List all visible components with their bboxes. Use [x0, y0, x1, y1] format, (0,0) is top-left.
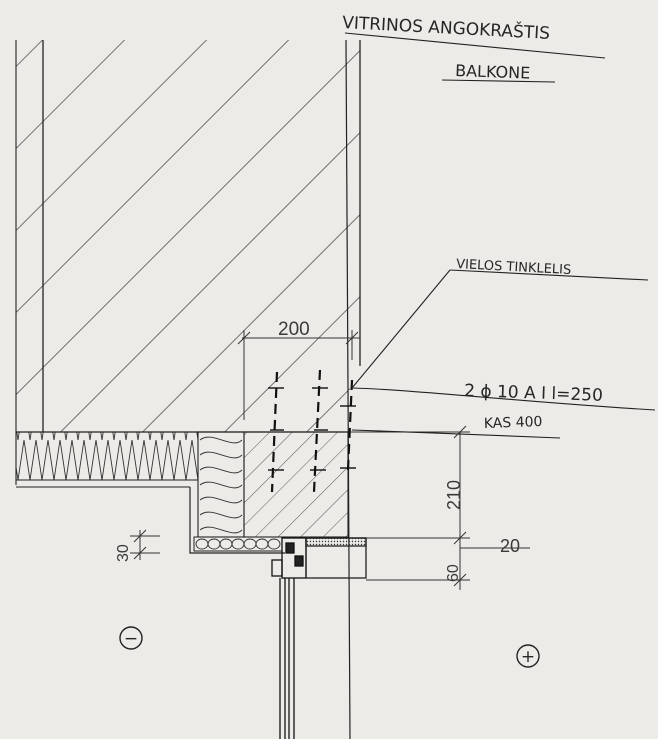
minus-symbol-text: −: [124, 629, 138, 649]
lintel-section: [243, 431, 349, 538]
dim-height-bottom-label: 60: [445, 564, 462, 582]
dim-left-label: 30: [115, 544, 132, 562]
plus-symbol-icon: +: [516, 644, 540, 668]
dim-width-label: 200: [278, 319, 310, 340]
insulation-vertical: [197, 431, 245, 538]
label-mesh: VIELOS TINKLELIS: [456, 257, 572, 278]
plus-symbol-text: +: [521, 647, 535, 667]
wall-section: [15, 39, 361, 739]
dimension-width: [237, 330, 360, 420]
rebar-ticks: [268, 387, 356, 471]
insulation-band: [16, 431, 350, 488]
dim-offset-label: 20: [500, 536, 520, 556]
dim-height-main-label: 210: [444, 480, 464, 510]
glass-panes: [279, 578, 295, 739]
dimension-vertical: [350, 425, 530, 590]
title-line2: BALKONE: [455, 61, 531, 83]
rebar-lines: [270, 369, 354, 493]
label-rebar: 2 ɸ 10 A I l=250: [464, 381, 603, 406]
label-spacing: KAS 400: [484, 414, 543, 432]
minus-symbol-icon: −: [119, 626, 143, 650]
title-line1: VITRINOS ANGOKRAŠTIS: [342, 11, 551, 44]
dimension-left: [130, 529, 160, 560]
window-frame: [271, 537, 367, 579]
leader-lines: [344, 32, 656, 439]
